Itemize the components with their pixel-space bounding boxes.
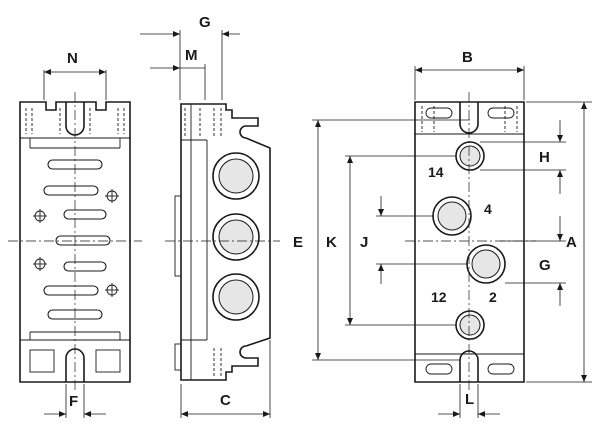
dimension-j: J	[360, 196, 468, 284]
dimension-e: E	[293, 119, 470, 361]
label-a: A	[566, 234, 577, 251]
front-ports	[432, 141, 506, 340]
front-view	[8, 92, 142, 392]
dimension-g-right: G	[500, 216, 566, 306]
label-l: L	[465, 391, 474, 408]
dimension-n: N	[43, 50, 107, 100]
label-k: K	[326, 234, 337, 251]
label-h: H	[539, 149, 550, 166]
dimension-b: B	[414, 49, 525, 100]
port-view: 14 4 12 2	[405, 92, 536, 392]
side-ports	[212, 152, 260, 321]
port-label-14: 14	[428, 164, 444, 180]
label-e: E	[293, 234, 303, 251]
label-m: M	[185, 47, 198, 64]
label-n: N	[67, 50, 78, 67]
port-label-4: 4	[484, 201, 492, 217]
dimension-g-top: G	[140, 14, 240, 100]
label-c: C	[220, 392, 231, 409]
dimension-f: F	[44, 384, 106, 418]
dimension-m: M	[150, 47, 206, 100]
dimension-h: H	[480, 120, 566, 194]
label-j: J	[360, 234, 368, 251]
front-slots	[43, 159, 111, 320]
dimension-a: A	[526, 101, 592, 383]
label-g-top: G	[199, 14, 211, 31]
dimension-l: L	[438, 384, 500, 418]
port-label-2: 2	[489, 289, 497, 305]
dimension-c: C	[180, 340, 271, 418]
label-f: F	[69, 393, 78, 410]
dimension-k: K	[326, 155, 456, 326]
port-label-12: 12	[431, 289, 447, 305]
front-screw-holes	[33, 189, 119, 297]
label-b: B	[462, 49, 473, 66]
label-g-right: G	[539, 257, 551, 274]
side-view	[165, 103, 280, 381]
